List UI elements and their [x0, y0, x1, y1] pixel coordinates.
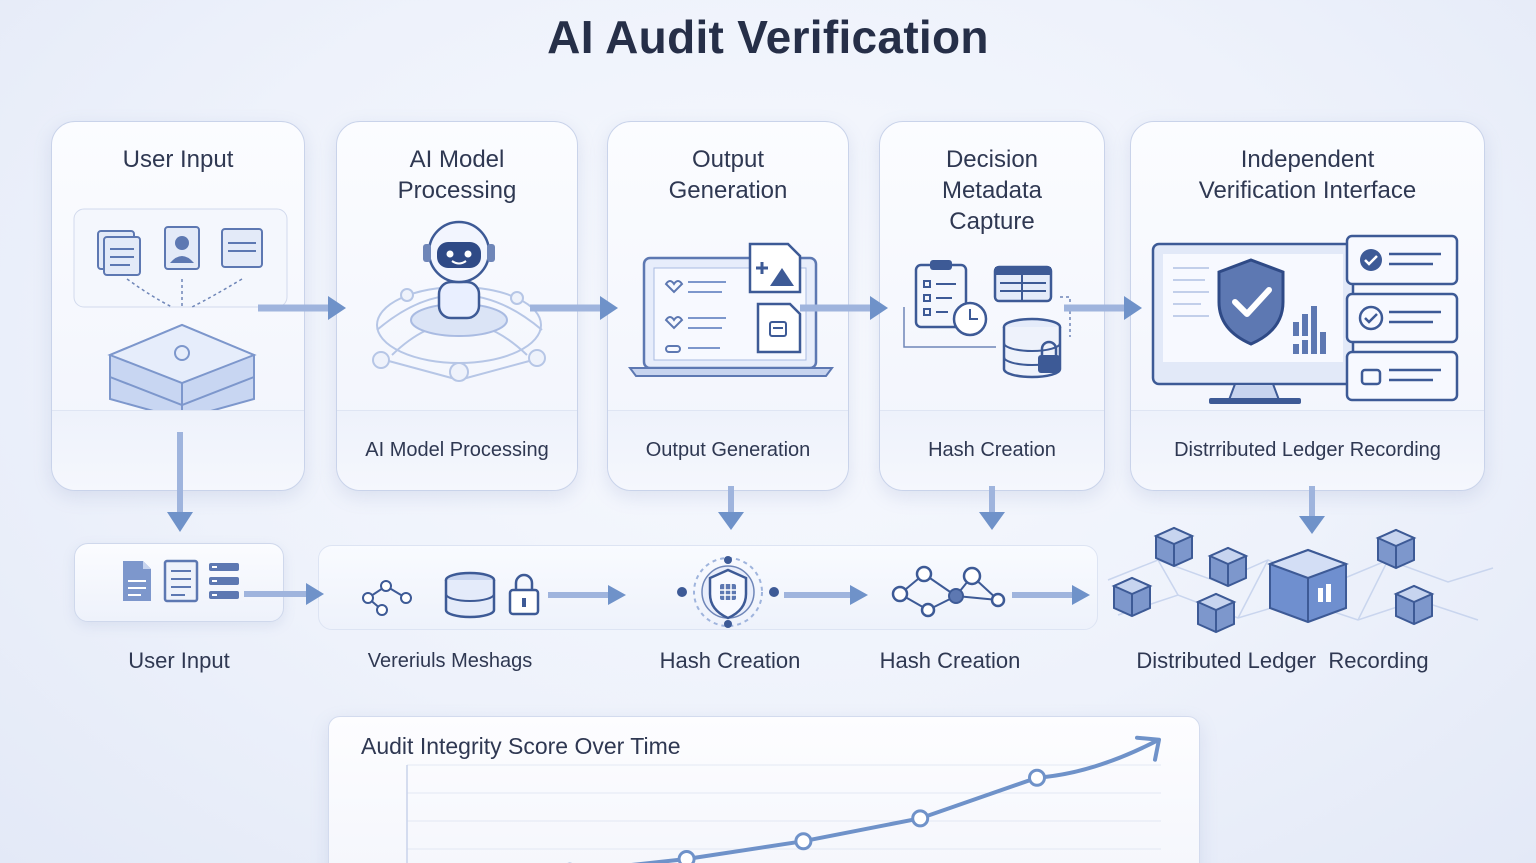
- data-point: [677, 849, 696, 863]
- flow-arrow-icon: [1012, 585, 1090, 605]
- node-graph-icon: [891, 565, 1006, 618]
- stage-title: Decision Metadata Capture: [941, 146, 1043, 235]
- stage-footer: Output Generation: [608, 410, 848, 490]
- down-arrow-icon: [979, 486, 1005, 530]
- pipeline-user-input-box[interactable]: [74, 543, 284, 622]
- pipeline-label: Vereriuls Meshags: [367, 650, 533, 672]
- robot-icon: [372, 220, 546, 382]
- data-point: [911, 809, 930, 828]
- flow-arrow-icon: [1064, 296, 1142, 320]
- document-stack-icon: [73, 208, 288, 421]
- flow-arrow-icon: [784, 585, 868, 605]
- stage-card-output-generation[interactable]: Output Generation Output Generation: [607, 121, 849, 491]
- flow-arrow-icon: [548, 585, 626, 605]
- stage-footer: Hash Creation: [880, 410, 1104, 490]
- data-point: [1028, 768, 1046, 787]
- down-arrow-icon: [167, 432, 193, 532]
- monitor-shield-icon: [1151, 234, 1459, 404]
- down-arrow-icon: [718, 486, 744, 530]
- trend-arrowhead: [1135, 735, 1161, 762]
- flow-arrow-icon: [530, 296, 618, 320]
- laptop-output-icon: [628, 242, 834, 377]
- stage-card-ai-model[interactable]: AI Model Processing AI Model Processing: [336, 121, 578, 491]
- stage-footer: Distrributed Ledger Recording: [1131, 410, 1484, 490]
- flow-arrow-icon: [800, 296, 888, 320]
- pipeline-label: User Input: [128, 648, 230, 673]
- stage-title: User Input: [122, 146, 234, 173]
- stage-title: Independent Verification Interface: [1198, 146, 1417, 204]
- pipeline-label: Hash Creation: [879, 648, 1021, 673]
- line-chart: [406, 735, 1161, 863]
- clipboard-database-icon: [903, 260, 1071, 379]
- page-title: AI Audit Verification: [547, 11, 989, 63]
- stage-footer: AI Model Processing: [337, 410, 577, 490]
- pipeline-label: Hash Creation: [659, 648, 801, 673]
- series-line: [631, 739, 1157, 863]
- stage-title: Output Generation: [668, 146, 788, 204]
- flow-arrow-icon: [244, 583, 324, 605]
- chart-panel: Audit Integrity Score Over Time: [328, 716, 1200, 863]
- down-arrow-icon: [1299, 486, 1325, 534]
- stage-card-decision-metadata[interactable]: Decision Metadata Capture Hash Creation: [879, 121, 1105, 491]
- shield-hash-icon: [677, 556, 779, 628]
- network-database-lock-icon: [362, 571, 540, 619]
- stage-title: AI Model Processing: [397, 146, 517, 204]
- data-point: [794, 832, 813, 851]
- chart-title: Audit Integrity Score Over Time: [361, 733, 681, 759]
- stage-card-verification-interface[interactable]: Independent Verification Interface: [1130, 121, 1485, 491]
- documents-icon: [123, 559, 239, 603]
- pipeline-label: Distributed Ledger Recording: [1136, 648, 1429, 673]
- blockchain-blocks-icon: [1107, 526, 1494, 634]
- flow-arrow-icon: [258, 296, 346, 320]
